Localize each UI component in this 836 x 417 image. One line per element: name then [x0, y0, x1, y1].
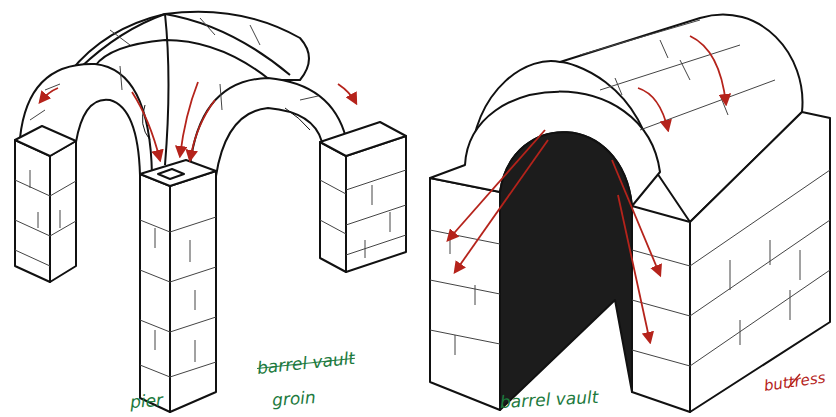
groin-line: [165, 14, 169, 165]
force-arrow: [690, 36, 726, 104]
handwritten-label: barrel vault: [256, 348, 356, 378]
force-arrow: [190, 100, 215, 160]
brick-lines: [320, 170, 406, 258]
pier: [140, 160, 216, 186]
groin-vault: [15, 12, 406, 412]
force-arrows: [40, 82, 356, 160]
brick-lines: [430, 230, 500, 355]
wall-block: [430, 178, 500, 410]
handwritten-label: groin: [271, 387, 316, 410]
handwritten-label: barrel vault: [499, 387, 598, 412]
force-arrow: [40, 88, 58, 102]
brick-lines: [580, 20, 775, 130]
pier-block: [15, 140, 50, 282]
force-arrow: [180, 82, 198, 156]
brick-lines: [430, 20, 830, 366]
handwritten-label: buttress: [763, 367, 827, 395]
force-arrow: [618, 195, 650, 342]
buttress: [690, 112, 830, 412]
pier-block: [320, 122, 406, 156]
vault-web-edge: [80, 14, 165, 68]
pier-block: [15, 126, 76, 156]
force-arrow: [455, 140, 548, 272]
pier-top: [158, 169, 184, 179]
shading: [142, 105, 310, 140]
force-arrows: [448, 36, 726, 342]
vault-interior: [500, 132, 632, 410]
force-arrow: [612, 160, 660, 275]
force-arrow: [448, 130, 545, 240]
brick-lines: [30, 18, 318, 120]
barrel-vault: [430, 15, 830, 412]
pier-block: [50, 141, 76, 282]
force-arrow: [638, 88, 668, 130]
pier-block: [320, 142, 346, 272]
brick-lines: [632, 170, 830, 366]
brick-lines: [15, 170, 76, 266]
pier: [170, 171, 216, 412]
vault-web-edge: [165, 14, 290, 75]
wall-block: [632, 206, 690, 412]
brick-lines: [15, 18, 406, 377]
handwritten-label: pier: [129, 390, 163, 412]
brick-lines: [140, 217, 216, 377]
force-arrow: [132, 92, 160, 160]
pier: [140, 174, 170, 412]
force-arrow: [338, 84, 356, 103]
